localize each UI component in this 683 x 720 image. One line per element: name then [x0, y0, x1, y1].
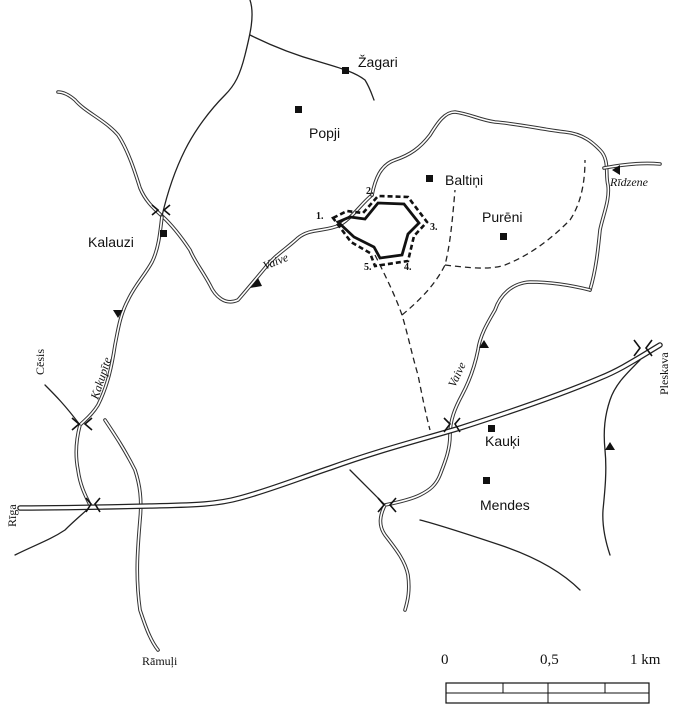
marker-kalauzi — [160, 230, 167, 237]
ramuli-channel — [103, 418, 160, 652]
bridge-mendes — [377, 497, 397, 513]
bridge-riga — [85, 497, 101, 513]
rivers — [56, 90, 662, 652]
flow-arrow-kakupite — [113, 310, 123, 318]
label-kalauzi: Kalauzi — [88, 234, 134, 250]
scale-label-one: 1 km — [630, 652, 661, 668]
label-cesis: Cēsis — [33, 349, 47, 375]
label-zagari: Žagari — [358, 54, 398, 70]
label-riga: Rīga — [5, 504, 19, 527]
site-point-2: 2. — [366, 186, 374, 197]
label-pleskava: Pleskava — [657, 352, 671, 395]
stream-riga-sw — [14, 504, 93, 556]
boundary-east — [444, 159, 586, 269]
label-kauki: Kauķi — [485, 433, 520, 449]
stream-pleskava-south — [602, 359, 641, 556]
label-baltini: Baltiņi — [445, 172, 483, 188]
marker-popji — [295, 106, 302, 113]
streams — [14, 0, 641, 591]
flow-arrows — [113, 165, 620, 450]
site-outer-dashed — [331, 194, 429, 268]
bridge-kakupite — [71, 417, 93, 431]
site-point-1: 1. — [316, 211, 324, 222]
scale-bar: 0 0,5 1 km — [441, 652, 661, 704]
scale-label-zero: 0 — [441, 652, 449, 668]
stream-north — [161, 0, 253, 217]
stream-zagari — [249, 34, 375, 101]
label-popji: Popji — [309, 125, 340, 141]
label-ridzene: Rīdzene — [609, 175, 649, 189]
marker-kauki — [488, 425, 495, 432]
stream-southeast — [419, 519, 581, 591]
road-labels: Cēsis Rīga Rāmuļi Pleskava — [5, 349, 671, 668]
kakupite-river — [74, 214, 164, 507]
settlements — [160, 67, 507, 484]
site-outline — [331, 194, 429, 268]
label-ramuli: Rāmuļi — [142, 654, 178, 668]
marker-zagari — [342, 67, 349, 74]
flow-arrow-vaive-east — [479, 340, 489, 348]
flow-arrow-vaive-west — [250, 278, 262, 288]
label-vaive-west: Vaive — [261, 250, 291, 273]
boundary-west — [374, 254, 431, 431]
bridge-kauki — [443, 417, 461, 433]
flow-arrow-south — [605, 442, 615, 450]
flow-arrow-ridzene — [612, 165, 620, 175]
scale-label-half: 0,5 — [540, 652, 559, 668]
label-kakupite: Kakupīte — [87, 355, 114, 402]
river-labels: Vaive Vaive Kakupīte Rīdzene — [87, 175, 648, 402]
main-road — [17, 342, 663, 511]
bridges — [71, 204, 653, 513]
site-point-4: 4. — [404, 262, 412, 273]
boundaries — [374, 159, 586, 431]
site-inner-solid — [335, 201, 421, 260]
bridge-pleskava — [633, 339, 653, 357]
bridge-kalauzi — [151, 204, 171, 216]
marker-pureni — [500, 233, 507, 240]
site-point-5: 5. — [364, 262, 372, 273]
label-pureni: Purēni — [482, 209, 522, 225]
label-mendes: Mendes — [480, 497, 530, 513]
site-point-labels: 1. 2. 3. 4. 5. — [316, 186, 438, 273]
boundary-center — [401, 189, 456, 316]
stream-cesis — [44, 384, 81, 426]
site-point-3: 3. — [430, 222, 438, 233]
place-labels: Žagari Popji Baltiņi Purēni Kalauzi Kauķ… — [88, 54, 530, 513]
marker-mendes — [483, 477, 490, 484]
marker-baltini — [426, 175, 433, 182]
